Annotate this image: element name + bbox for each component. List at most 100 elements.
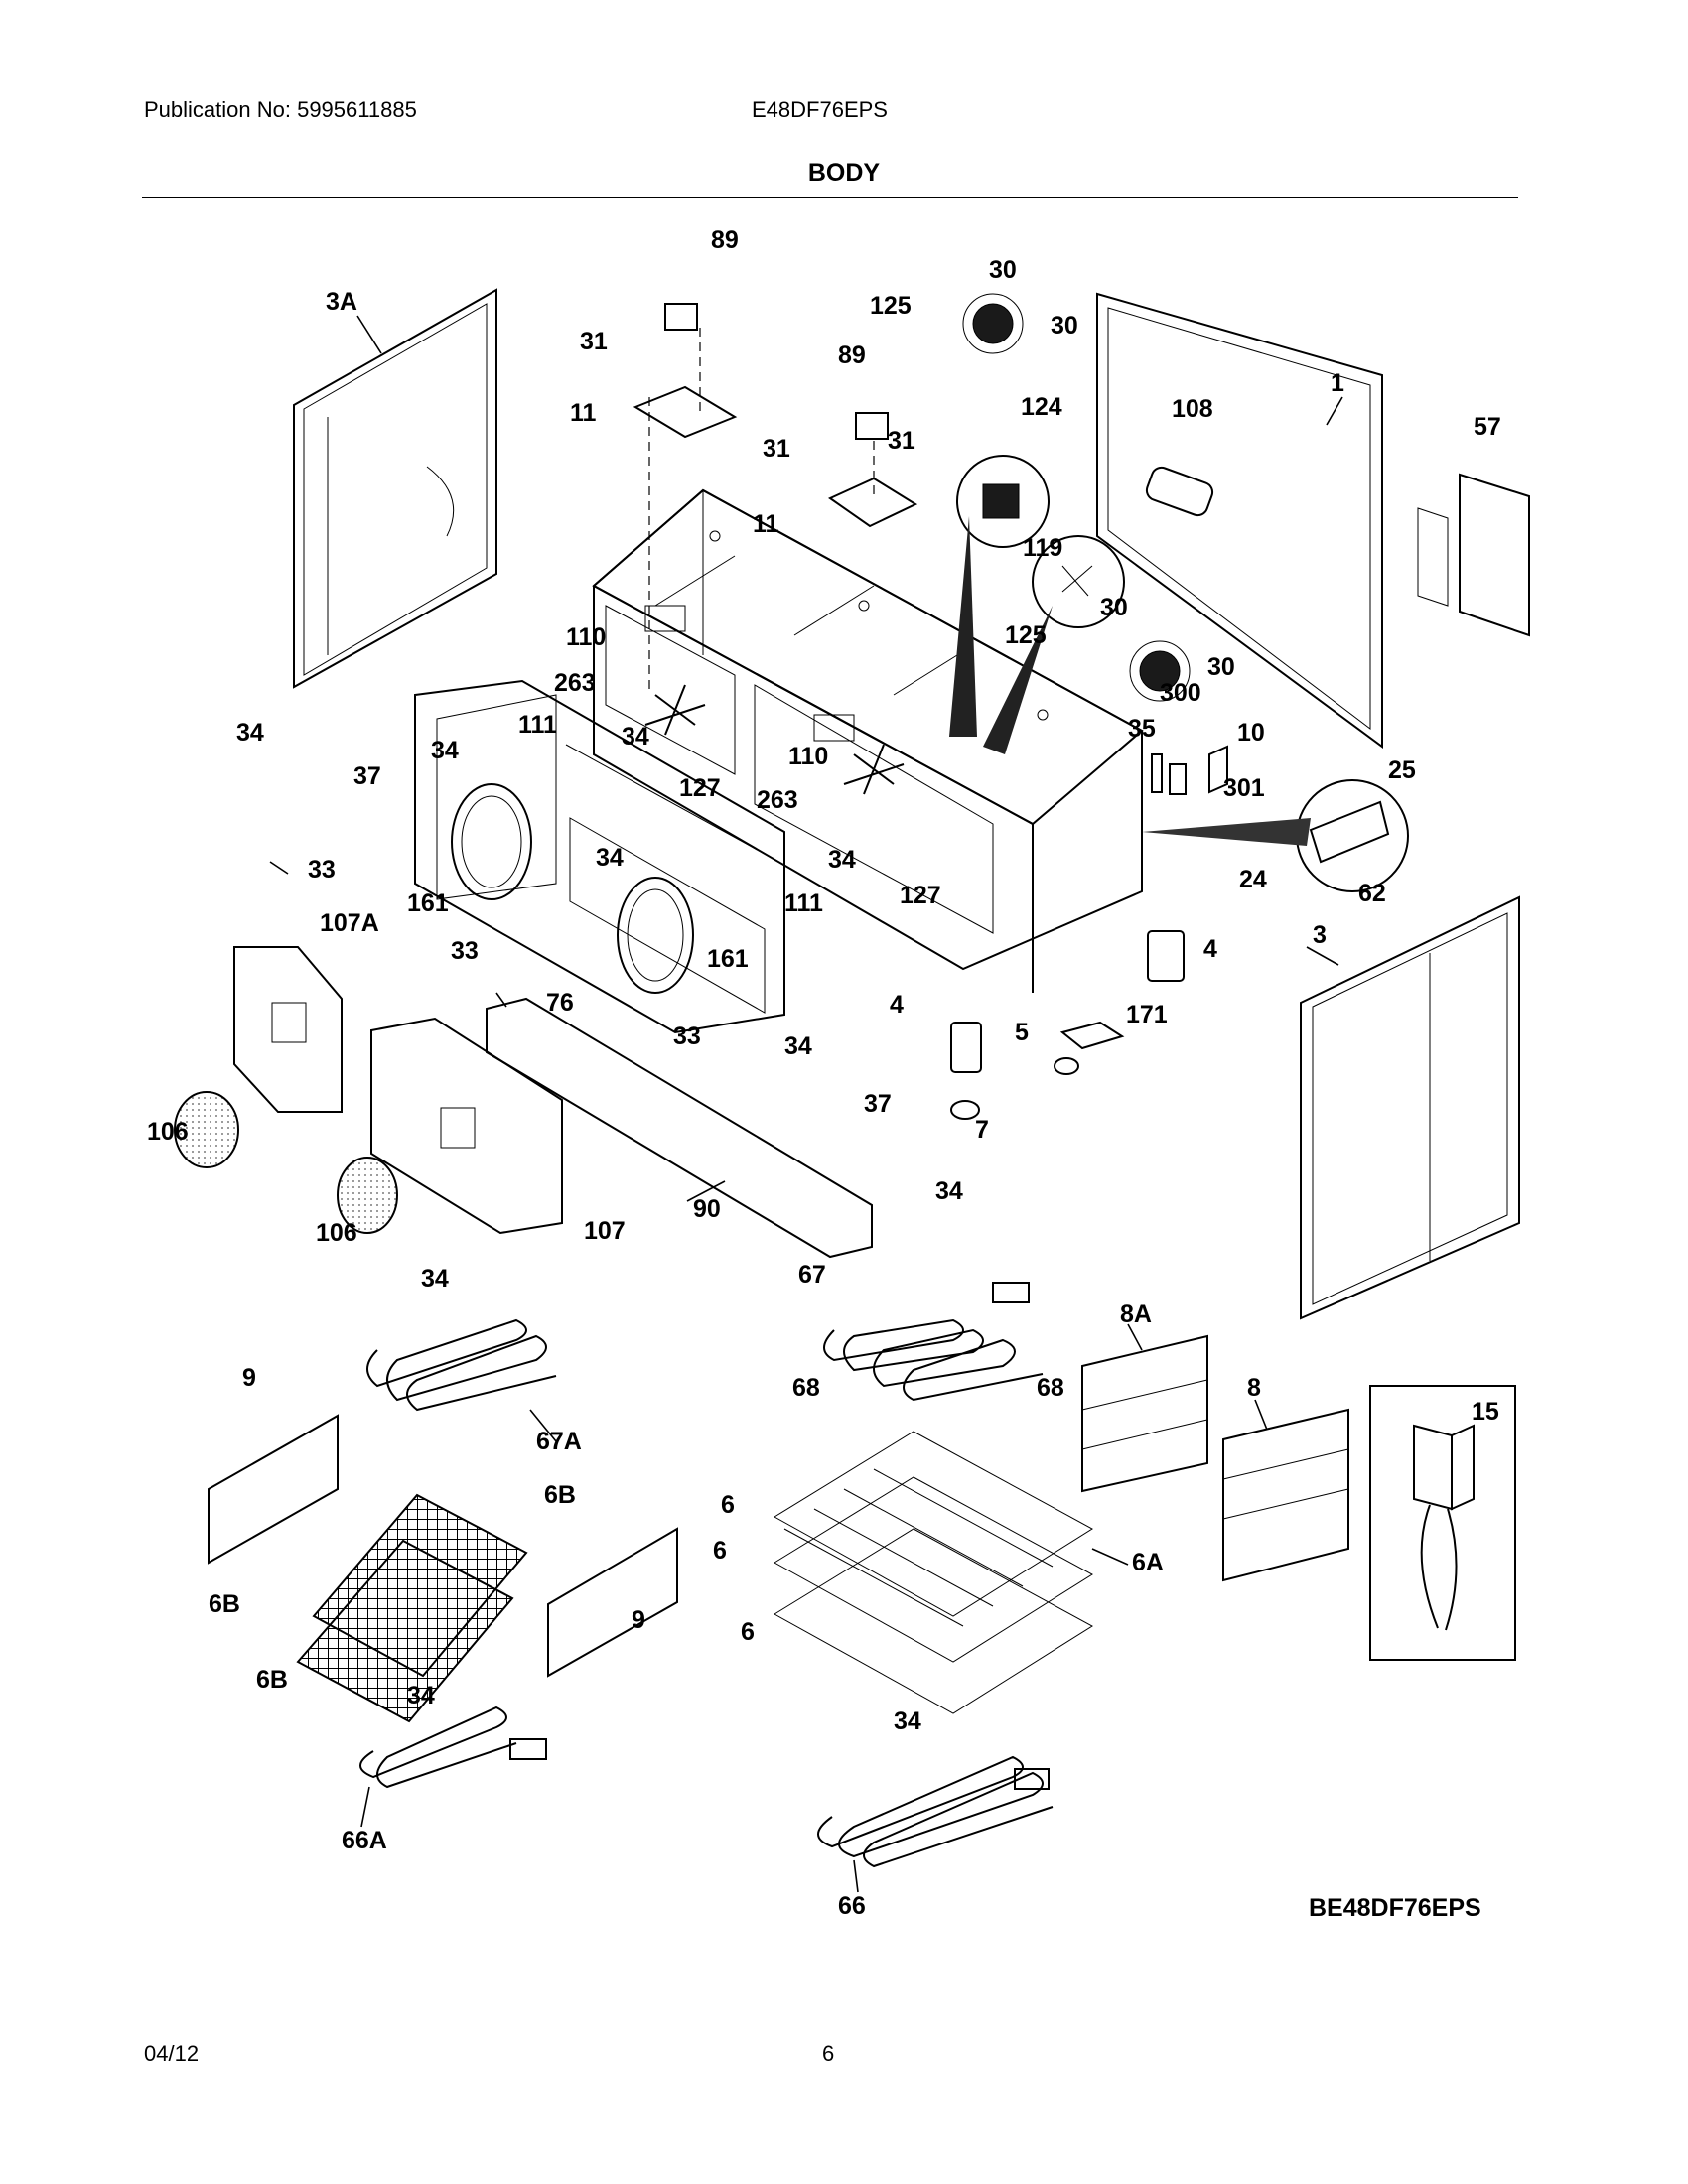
upper-small-parts xyxy=(633,303,1214,695)
callout-263: 263 xyxy=(757,786,798,814)
callout-34: 34 xyxy=(894,1707,921,1735)
oven-racks xyxy=(208,1334,1349,1723)
callout-35: 35 xyxy=(1128,715,1156,743)
callout-124: 124 xyxy=(1021,393,1062,421)
callout-10: 10 xyxy=(1237,719,1265,747)
callout-67A: 67A xyxy=(536,1428,582,1455)
callout-4: 4 xyxy=(890,991,904,1019)
leveling-legs xyxy=(950,930,1185,1120)
callout-34: 34 xyxy=(431,737,459,764)
callout-110: 110 xyxy=(788,743,828,770)
callout-11: 11 xyxy=(753,510,779,538)
callout-labels: 89 3A 31 11 30 125 30 89 124 108 1 57 31… xyxy=(147,226,1501,1920)
callout-8A: 8A xyxy=(1120,1300,1152,1328)
model-number: E48DF76EPS xyxy=(752,97,888,122)
callout-89: 89 xyxy=(711,226,739,254)
callout-111: 111 xyxy=(784,889,823,917)
callout-6: 6 xyxy=(713,1537,727,1565)
convection-fan-assemblies xyxy=(644,293,1191,795)
callout-15: 15 xyxy=(1472,1398,1499,1426)
oven-cavity-box xyxy=(592,488,1144,993)
callout-3: 3 xyxy=(1313,921,1327,949)
callout-263: 263 xyxy=(554,669,596,697)
callout-76: 76 xyxy=(546,989,574,1017)
callout-111: 111 xyxy=(518,711,557,739)
callout-37: 37 xyxy=(353,762,381,790)
callout-67: 67 xyxy=(798,1261,826,1289)
callout-7: 7 xyxy=(975,1116,989,1144)
callout-110: 110 xyxy=(566,623,606,651)
rear-panel xyxy=(1096,292,1530,749)
callout-62: 62 xyxy=(1358,880,1386,907)
side-panel-left xyxy=(293,288,497,689)
callout-34: 34 xyxy=(236,719,264,747)
callout-6B: 6B xyxy=(209,1590,240,1618)
header-rule xyxy=(142,197,1518,198)
callout-4: 4 xyxy=(1203,935,1217,963)
callout-1: 1 xyxy=(1331,369,1344,397)
callout-34: 34 xyxy=(407,1682,435,1709)
section-title: BODY xyxy=(807,159,881,187)
callout-31: 31 xyxy=(888,427,915,455)
callout-8: 8 xyxy=(1247,1374,1261,1402)
callout-125: 125 xyxy=(870,292,912,320)
revision-date: 04/12 xyxy=(144,2041,200,2066)
callout-3A: 3A xyxy=(326,288,357,316)
callout-34: 34 xyxy=(935,1177,963,1205)
side-panel-right xyxy=(1300,895,1520,1320)
right-small-parts xyxy=(1142,745,1409,892)
callout-34: 34 xyxy=(596,844,624,872)
callout-34: 34 xyxy=(828,846,856,874)
callout-161: 161 xyxy=(707,945,749,973)
callout-66A: 66A xyxy=(342,1827,387,1854)
callout-9: 9 xyxy=(632,1606,645,1634)
callout-31: 31 xyxy=(763,435,790,463)
callout-24: 24 xyxy=(1239,866,1267,893)
callout-127: 127 xyxy=(900,882,941,909)
callout-33: 33 xyxy=(451,937,479,965)
callout-11: 11 xyxy=(570,399,597,427)
callout-171: 171 xyxy=(1126,1001,1168,1028)
callout-89: 89 xyxy=(838,341,866,369)
callout-25: 25 xyxy=(1388,756,1416,784)
callout-5: 5 xyxy=(1015,1019,1029,1046)
callout-37: 37 xyxy=(864,1090,892,1118)
callout-68: 68 xyxy=(792,1374,820,1402)
callout-301: 301 xyxy=(1223,774,1265,802)
wiring-harness-inset xyxy=(1369,1385,1516,1661)
callout-161: 161 xyxy=(407,889,449,917)
callout-6B: 6B xyxy=(256,1666,288,1694)
callout-119: 119 xyxy=(1023,534,1062,562)
callout-107A: 107A xyxy=(320,909,379,937)
callout-57: 57 xyxy=(1474,413,1501,441)
callout-68: 68 xyxy=(1037,1374,1064,1402)
callout-6A: 6A xyxy=(1132,1549,1164,1576)
callout-34: 34 xyxy=(622,723,649,751)
callout-30: 30 xyxy=(989,256,1017,284)
callout-31: 31 xyxy=(580,328,608,355)
callout-106: 106 xyxy=(316,1219,357,1247)
callout-9: 9 xyxy=(242,1364,256,1392)
diagram-reference-id: BE48DF76EPS xyxy=(1309,1894,1481,1922)
publication-number: Publication No: 5995611885 xyxy=(144,97,417,122)
callout-66: 66 xyxy=(838,1892,866,1920)
callout-108: 108 xyxy=(1172,395,1213,423)
callout-6: 6 xyxy=(721,1491,735,1519)
callout-6B: 6B xyxy=(544,1481,576,1509)
callout-90: 90 xyxy=(693,1195,721,1223)
page-number: 6 xyxy=(822,2041,835,2066)
callout-107: 107 xyxy=(584,1217,626,1245)
callout-33: 33 xyxy=(308,856,336,884)
callout-34: 34 xyxy=(421,1265,449,1293)
callout-125: 125 xyxy=(1005,621,1047,649)
callout-6: 6 xyxy=(741,1618,755,1646)
callout-127: 127 xyxy=(679,774,721,802)
lower-front-panels xyxy=(174,946,873,1259)
front-frame xyxy=(414,679,785,1034)
heating-elements xyxy=(359,1282,1054,1868)
callout-106: 106 xyxy=(147,1118,189,1146)
callout-30: 30 xyxy=(1100,594,1128,621)
callout-34: 34 xyxy=(784,1032,812,1060)
callout-30: 30 xyxy=(1051,312,1078,340)
